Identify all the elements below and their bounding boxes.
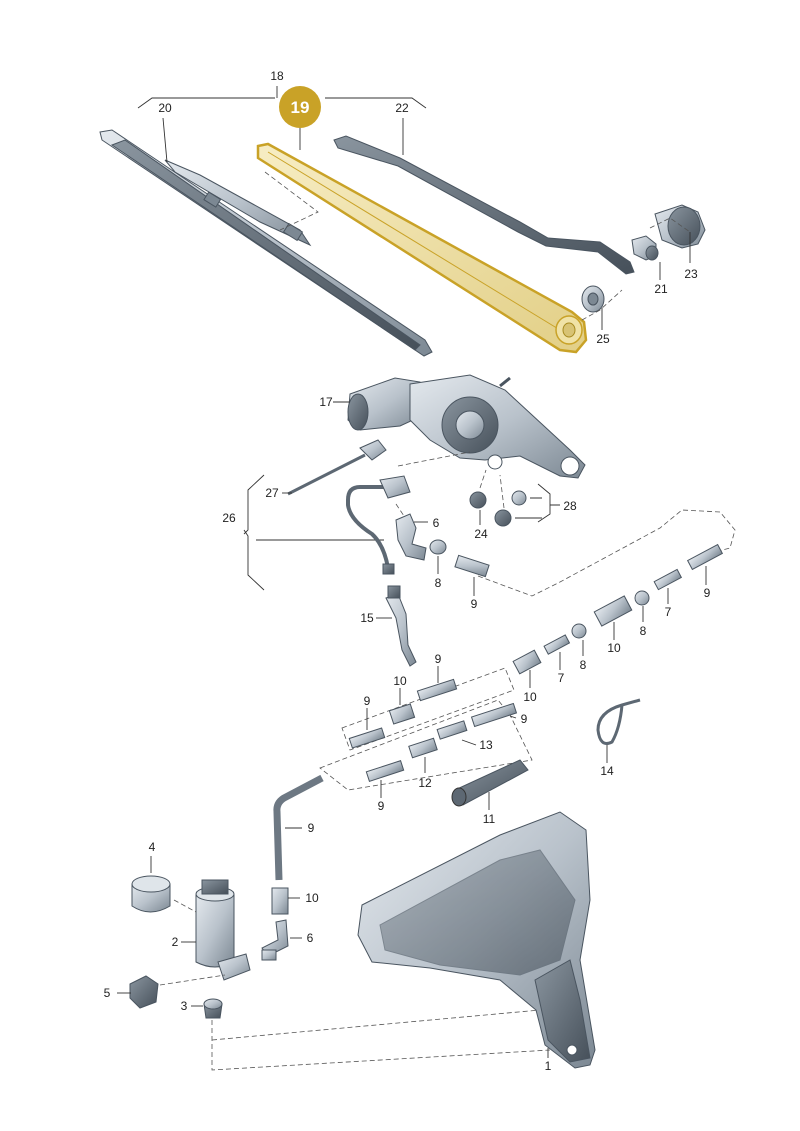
hose-9-mid-a[interactable] <box>416 678 458 702</box>
callout-23: 23 <box>684 267 698 281</box>
connector-6-top[interactable] <box>395 513 427 561</box>
callout-9-c: 9 <box>435 652 442 666</box>
callout-2: 2 <box>172 935 179 949</box>
nut-5[interactable] <box>129 975 159 1009</box>
callout-8-c: 8 <box>580 658 587 672</box>
hose-9-bent[interactable] <box>273 774 324 881</box>
callout-9-d: 9 <box>364 694 371 708</box>
callout-26: 26 <box>222 511 236 525</box>
hose-10-mid-a[interactable] <box>388 703 416 725</box>
callout-22: 22 <box>395 101 409 115</box>
grommet-4[interactable] <box>131 875 171 913</box>
hose-10-bottom[interactable] <box>271 887 289 915</box>
bracket-26 <box>243 474 384 591</box>
valve-12[interactable] <box>408 737 438 759</box>
clamp-8c[interactable] <box>571 623 587 639</box>
cap-23[interactable] <box>654 204 706 249</box>
callout-21: 21 <box>654 282 668 296</box>
wiper-arm-cover-19[interactable] <box>256 142 588 354</box>
cable-tie-27[interactable] <box>287 439 387 496</box>
hose-9-top[interactable] <box>454 554 490 578</box>
callout-labels: 18 20 22 23 21 25 17 27 26 6 8 9 24 28 9… <box>104 69 711 1073</box>
callout-5: 5 <box>104 986 111 1000</box>
bracket-18 <box>137 86 427 109</box>
hose-9-mid-c[interactable] <box>470 702 518 728</box>
sleeve-11[interactable] <box>451 759 529 807</box>
clamp-8b[interactable] <box>634 590 650 606</box>
callout-27: 27 <box>265 486 279 500</box>
callout-10-a: 10 <box>607 641 621 655</box>
callout-8-b: 8 <box>640 624 647 638</box>
callout-7-b: 7 <box>558 671 565 685</box>
callout-13: 13 <box>479 738 493 752</box>
hose-10-right[interactable] <box>593 595 633 627</box>
cable-clip-14[interactable] <box>596 698 641 745</box>
callout-9-g: 9 <box>308 821 315 835</box>
connector-13[interactable] <box>436 720 468 740</box>
callout-20: 20 <box>158 101 172 115</box>
callout-4: 4 <box>149 840 156 854</box>
bracket-28 <box>515 483 560 523</box>
callout-11: 11 <box>483 812 496 826</box>
hose-9-right[interactable] <box>686 543 724 571</box>
callout-18: 18 <box>270 69 284 83</box>
callout-19-badge[interactable] <box>279 86 321 128</box>
callout-24: 24 <box>474 527 488 541</box>
callout-25: 25 <box>596 332 610 346</box>
wiper-blade-20[interactable] <box>99 129 433 357</box>
nut-28[interactable] <box>511 490 527 506</box>
bolt-24[interactable] <box>469 491 512 527</box>
connector-7-right[interactable] <box>653 568 683 591</box>
callout-3: 3 <box>181 999 188 1013</box>
clamp-8a[interactable] <box>429 539 447 555</box>
callout-10-c: 10 <box>393 674 407 688</box>
wiper-motor-17[interactable] <box>347 374 586 479</box>
wiper-spoiler-22[interactable] <box>333 135 635 275</box>
reservoir-1[interactable] <box>357 811 596 1069</box>
callout-9-b: 9 <box>704 586 711 600</box>
nozzle-15[interactable] <box>385 585 417 667</box>
washer-pump-2[interactable] <box>195 879 277 981</box>
seal-3[interactable] <box>203 998 223 1019</box>
callout-15: 15 <box>360 611 374 625</box>
hose-10-mid[interactable] <box>512 649 542 675</box>
callout-1: 1 <box>545 1059 552 1073</box>
nut-21[interactable] <box>631 235 659 261</box>
callout-9-e: 9 <box>521 712 528 726</box>
callout-14: 14 <box>600 764 614 778</box>
callout-9-a: 9 <box>471 597 478 611</box>
callout-12: 12 <box>418 776 432 790</box>
washer-25[interactable] <box>581 285 605 313</box>
callout-8-a: 8 <box>435 576 442 590</box>
callout-6-bottom: 6 <box>307 931 314 945</box>
callout-19: 19 <box>291 98 310 117</box>
callout-10-d: 10 <box>305 891 319 905</box>
callout-17: 17 <box>319 395 333 409</box>
callout-10-b: 10 <box>523 690 537 704</box>
callout-28: 28 <box>563 499 577 513</box>
callout-6-top: 6 <box>433 516 440 530</box>
washer-hose-26[interactable] <box>346 475 411 575</box>
callout-9-f: 9 <box>378 799 385 813</box>
hose-9-mid-b[interactable] <box>348 727 386 749</box>
connector-7-mid[interactable] <box>543 634 571 655</box>
hose-9-mid-d[interactable] <box>365 760 405 782</box>
callout-7-a: 7 <box>665 605 672 619</box>
